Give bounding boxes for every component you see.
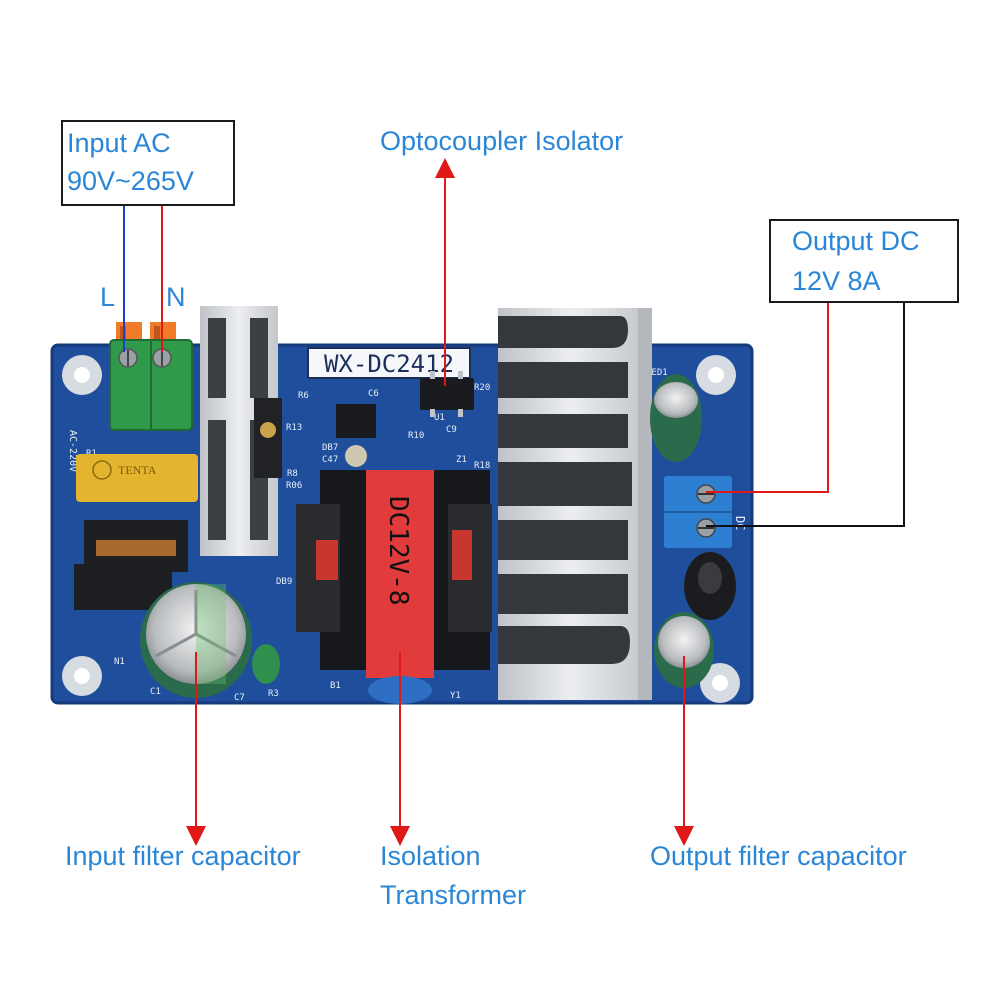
input-filter-capacitor-label: Input filter capacitor xyxy=(65,841,301,871)
output-capacitor-top xyxy=(650,374,702,462)
neutral-terminal-label: N xyxy=(166,282,186,312)
output-marking: DC xyxy=(733,516,747,530)
ic-chip xyxy=(336,404,376,438)
input-ac-box xyxy=(61,120,235,206)
input-terminal-block xyxy=(109,322,193,431)
model-label: WX-DC2412 xyxy=(307,347,471,379)
output-filter-capacitor-part xyxy=(654,612,714,688)
isolation-transformer-label-line2: Transformer xyxy=(380,880,527,910)
mounting-hole-bottom-right xyxy=(700,663,740,703)
input-filter-capacitor-part xyxy=(140,582,252,698)
small-heatsink xyxy=(200,306,282,556)
transformer-marking: DC12V-8 xyxy=(383,496,413,606)
small-green-capacitor xyxy=(252,644,280,684)
output-inductor xyxy=(684,552,736,620)
common-mode-choke xyxy=(74,520,188,610)
line-terminal-label: L xyxy=(100,282,116,312)
annotation-lines xyxy=(123,158,905,846)
large-heatsink xyxy=(498,308,652,700)
input-marking: AC-220V xyxy=(67,430,78,472)
isolation-transformer-part: DC12V-8 xyxy=(296,470,492,678)
output-dc-label: Output DC xyxy=(792,226,920,256)
optocoupler-label: Optocoupler Isolator xyxy=(380,126,624,156)
output-dc-rating: 12V 8A xyxy=(792,266,881,296)
output-filter-capacitor-label: Output filter capacitor xyxy=(650,841,907,871)
isolation-transformer-label-line1: Isolation xyxy=(380,841,481,871)
wire-output-negative xyxy=(706,300,905,527)
input-ac-range: 90V~265V xyxy=(67,166,194,196)
fuse-brand-label: TENTA xyxy=(118,463,157,477)
input-ac-label: Input AC xyxy=(67,128,171,158)
small-capacitor xyxy=(345,445,367,467)
output-dc-box xyxy=(769,219,959,303)
x-capacitor: TENTA xyxy=(76,454,198,502)
optocoupler-chip xyxy=(420,371,474,417)
mounting-hole-bottom-left xyxy=(62,656,102,696)
output-terminal-block: DC xyxy=(664,476,747,548)
mounting-hole-top-left xyxy=(62,355,102,395)
mounting-hole-top-right xyxy=(696,355,736,395)
wire-output-positive xyxy=(706,300,829,493)
